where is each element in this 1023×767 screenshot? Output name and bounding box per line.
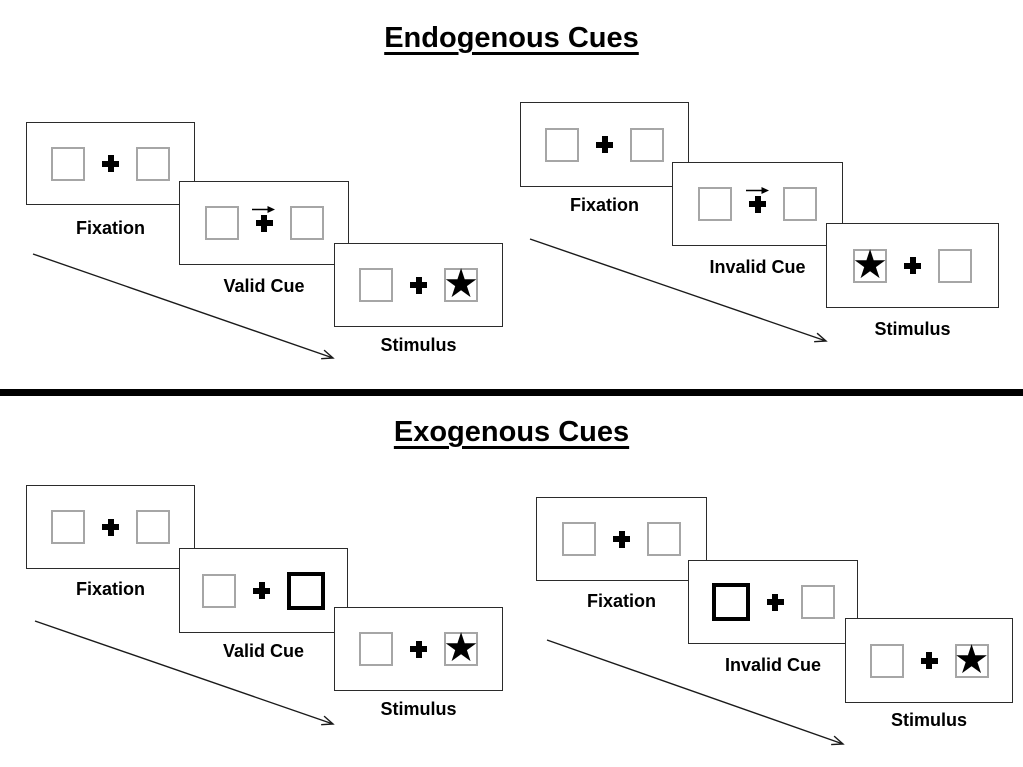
exogenous-invalid-invalid-cue-label: Invalid Cue — [724, 655, 822, 675]
endogenous-valid-stimulus-label: Stimulus — [380, 335, 457, 355]
exogenous-valid-fixation-label: Fixation — [75, 579, 146, 599]
section-title-exogenous: Exogenous Cues — [393, 416, 630, 448]
fixation-cross-icon — [613, 530, 630, 548]
endogenous-valid-timeline-arrow — [32, 253, 335, 360]
placeholder-square-left — [698, 187, 732, 221]
section-separator — [0, 389, 1023, 396]
section-title-endogenous: Endogenous Cues — [384, 22, 639, 54]
fixation-cross-group — [613, 530, 630, 548]
placeholder-square-right — [630, 127, 664, 162]
target-star-square-right: ★ — [954, 640, 990, 680]
fixation-cross-group — [745, 186, 769, 213]
target-star-square-right: ★ — [443, 264, 479, 304]
placeholder-square-left — [51, 146, 85, 181]
endogenous-valid-fixation-label: Fixation — [75, 218, 146, 238]
endogenous-invalid-fixation-panel — [520, 102, 689, 187]
endogenous-valid-valid-cue-label: Valid Cue — [223, 276, 305, 296]
cue-arrow-icon — [745, 182, 770, 194]
cue-arrow-icon — [252, 201, 276, 213]
endogenous-invalid-stimulus-panel: ★ — [826, 223, 999, 308]
endogenous-invalid-invalid-cue-label: Invalid Cue — [709, 257, 806, 277]
placeholder-square-left — [51, 510, 85, 544]
endogenous-invalid-stimulus-label: Stimulus — [874, 319, 951, 339]
placeholder-square-right — [136, 510, 170, 544]
endogenous-invalid-timeline-arrow — [529, 238, 828, 343]
star-icon: ★ — [852, 242, 888, 287]
fixation-cross-group — [102, 518, 119, 536]
placeholder-square-right — [289, 206, 324, 240]
fixation-cross-icon — [596, 136, 613, 153]
exogenous-invalid-invalid-cue-panel — [688, 560, 858, 644]
exogenous-valid-timeline-arrow — [34, 620, 335, 726]
target-star-square-left: ★ — [852, 245, 888, 285]
fixation-cross-group — [252, 205, 275, 232]
fixation-cross-icon — [253, 582, 270, 599]
endogenous-valid-fixation-panel — [26, 122, 195, 205]
target-star-square-right: ★ — [443, 628, 479, 668]
fixation-cross-icon — [920, 652, 938, 669]
exogenous-valid-stimulus-panel: ★ — [334, 607, 503, 691]
fixation-cross-icon — [410, 640, 427, 658]
fixation-cross-group — [596, 136, 613, 153]
exogenous-valid-valid-cue-label: Valid Cue — [222, 641, 305, 661]
placeholder-square-left — [562, 522, 596, 556]
exogenous-invalid-stimulus-label: Stimulus — [890, 710, 968, 730]
exogenous-invalid-stimulus-panel: ★ — [845, 618, 1013, 703]
placeholder-square-left — [869, 643, 904, 678]
placeholder-square-right — [938, 248, 972, 283]
placeholder-square-right — [136, 146, 170, 181]
fixation-cross-icon — [255, 214, 273, 232]
fixation-cross-icon — [904, 257, 921, 274]
placeholder-square-left — [359, 268, 393, 302]
placeholder-square-right — [783, 187, 817, 221]
fixation-cross-group — [253, 582, 270, 599]
exogenous-valid-valid-cue-panel — [179, 548, 348, 633]
placeholder-square-left — [202, 573, 236, 608]
fixation-cross-group — [920, 652, 938, 669]
placeholder-square-left — [204, 206, 239, 240]
fixation-cross-group — [102, 155, 119, 172]
fixation-cross-group — [904, 257, 921, 274]
fixation-cross-group — [410, 640, 427, 658]
fixation-cross-icon — [410, 276, 427, 294]
exogenous-cue-square-left — [711, 583, 750, 621]
fixation-cross-group — [410, 276, 427, 294]
fixation-cross-group — [766, 593, 784, 611]
placeholder-square-left — [545, 127, 579, 162]
endogenous-valid-stimulus-panel: ★ — [334, 243, 503, 327]
placeholder-square-right — [647, 522, 681, 556]
star-icon: ★ — [443, 262, 479, 306]
endogenous-valid-valid-cue-panel — [179, 181, 349, 265]
exogenous-valid-stimulus-label: Stimulus — [380, 699, 457, 719]
exogenous-invalid-fixation-label: Fixation — [586, 591, 657, 611]
exogenous-valid-fixation-panel — [26, 485, 195, 569]
endogenous-invalid-invalid-cue-panel — [672, 162, 843, 246]
placeholder-square-left — [359, 632, 393, 666]
star-icon: ★ — [443, 626, 479, 670]
fixation-cross-icon — [102, 155, 119, 172]
endogenous-invalid-fixation-label: Fixation — [569, 195, 640, 215]
fixation-cross-icon — [102, 518, 119, 536]
star-icon: ★ — [953, 637, 990, 682]
placeholder-square-right — [800, 585, 835, 619]
exogenous-invalid-fixation-panel — [536, 497, 707, 581]
fixation-cross-icon — [766, 593, 784, 611]
exogenous-cue-square-right — [287, 571, 325, 610]
fixation-cross-icon — [749, 195, 766, 213]
